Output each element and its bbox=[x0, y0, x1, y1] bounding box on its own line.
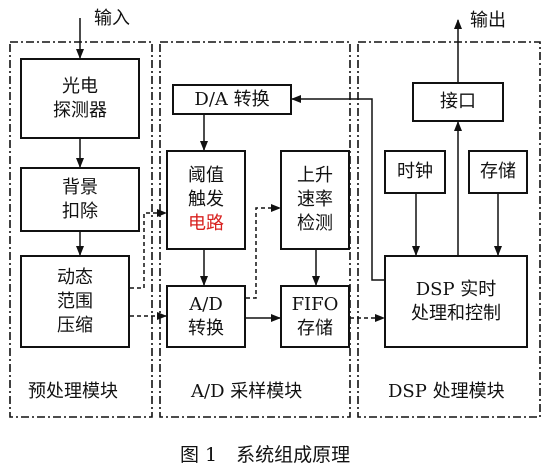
storage-block: 存储 bbox=[468, 150, 528, 194]
output-label: 输出 bbox=[470, 10, 506, 31]
arrow-compress-to-threshold bbox=[130, 209, 167, 289]
dynamic-range-compression-block: 动态 范围 压缩 bbox=[20, 255, 130, 348]
ad-module-border bbox=[159, 41, 351, 418]
photodetector-block: 光电 探测器 bbox=[20, 58, 140, 139]
arrow-dsp-to-da bbox=[291, 95, 384, 281]
da-converter-block: D/A 转换 bbox=[172, 84, 292, 115]
interface-block: 接口 bbox=[412, 82, 504, 122]
background-subtraction-block: 背景 扣除 bbox=[20, 167, 140, 232]
clock-block: 时钟 bbox=[384, 150, 446, 194]
figure-caption: 图 1 系统组成原理 bbox=[180, 444, 351, 466]
preprocess-module-label: 预处理模块 bbox=[28, 381, 118, 402]
ad-converter-block: A/D 转换 bbox=[166, 285, 246, 348]
input-label: 输入 bbox=[94, 8, 130, 29]
dsp-module-border bbox=[357, 41, 541, 418]
preprocess-module-border bbox=[9, 41, 153, 418]
dsp-processing-block: DSP 实时 处理和控制 bbox=[384, 255, 528, 348]
arrow-ad-to-rise bbox=[246, 204, 281, 299]
ad-module-label: A/D 采样模块 bbox=[191, 381, 303, 402]
rise-rate-detection-block: 上升 速率 检测 bbox=[280, 150, 350, 250]
fifo-storage-block: FIFO 存储 bbox=[280, 285, 350, 348]
threshold-trigger-block: 阈值 触发 电路 bbox=[166, 150, 246, 250]
dsp-module-label: DSP 处理模块 bbox=[388, 381, 505, 402]
